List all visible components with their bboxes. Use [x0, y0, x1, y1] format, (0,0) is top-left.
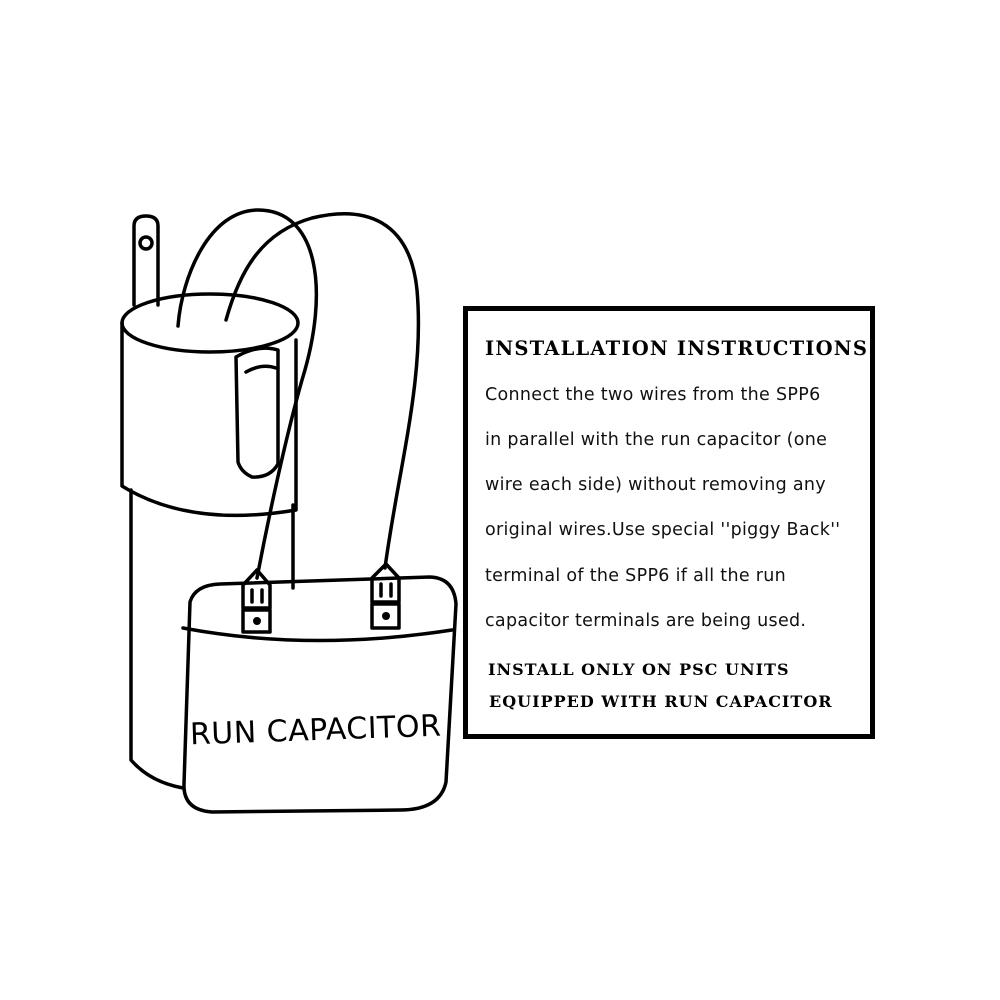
starter-can-top	[120, 292, 300, 354]
terminal-left-screw	[253, 617, 261, 625]
instruction-line: in parallel with the run capacitor (one	[485, 430, 828, 450]
instruction-line: original wires.Use special ''piggy Back'…	[485, 520, 841, 540]
mounting-hole	[138, 235, 154, 251]
installation-instructions-box: INSTALLATION INSTRUCTIONS: Connect the t…	[463, 306, 875, 739]
run-capacitor-top-edge	[181, 626, 454, 643]
starter-can-clip-inner	[244, 364, 278, 374]
instruction-line: terminal of the SPP6 if all the run	[485, 566, 787, 586]
instruction-line: Connect the two wires from the SPP6	[485, 385, 821, 405]
warning-line: EQUIPPED WITH RUN CAPACITOR	[489, 692, 833, 711]
run-capacitor-body	[182, 575, 458, 814]
instructions-title: INSTALLATION INSTRUCTIONS:	[485, 337, 877, 360]
wire-left	[176, 208, 319, 580]
wire-right	[224, 212, 421, 570]
run-capacitor-label: RUN CAPACITOR	[189, 709, 442, 753]
terminal-left	[241, 568, 272, 610]
instruction-line: wire each side) without removing any	[485, 475, 826, 495]
starter-body	[129, 488, 185, 790]
starter-can-sides	[120, 321, 298, 518]
instruction-line: capacitor terminals are being used.	[485, 611, 807, 631]
terminal-right	[370, 562, 401, 604]
starter-can-clip	[234, 346, 280, 479]
warning-line: INSTALL ONLY ON PSC UNITS	[488, 660, 790, 679]
mounting-tab	[132, 214, 160, 307]
terminal-right-screw	[382, 612, 390, 620]
